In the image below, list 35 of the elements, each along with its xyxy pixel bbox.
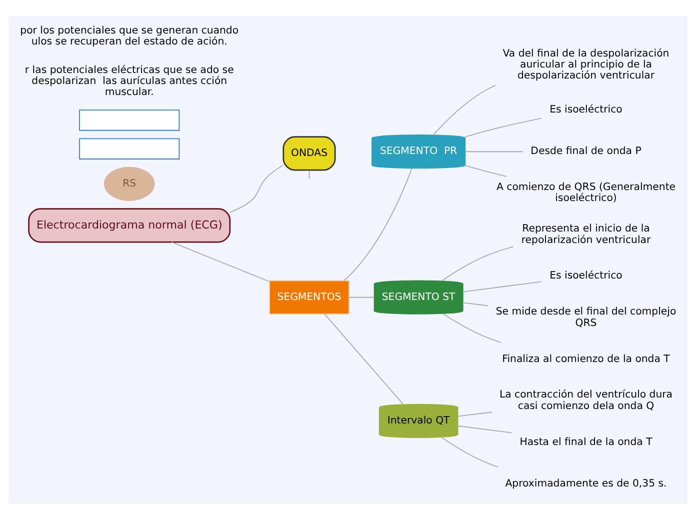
connector: [464, 118, 542, 138]
connector: [442, 246, 514, 282]
connector: [442, 314, 502, 343]
node-text: Se mide desde el final del complejo QRS: [496, 306, 676, 329]
label: r las potenciales eléctricas que se ado se despolarizan las aurículas antes cción muscular.: [24, 65, 234, 98]
node-text: Es isoeléctrico: [550, 270, 622, 282]
connector: [432, 84, 496, 136]
node-box: [79, 138, 180, 160]
node-text: A comienzo de QRS (Generalmente isoeléctrico): [496, 182, 676, 204]
node-text: Finaliza al comienzo de la onda T: [502, 354, 670, 365]
node-text: La contracción del ventrículo dura casi comienzo dela onda Q: [499, 390, 673, 412]
connector: [462, 302, 488, 306]
node-box: ONDAS: [282, 136, 336, 171]
node-text: Hasta el final de la onda T: [520, 436, 652, 448]
label: por los potenciales que se generan cuando ulos se recuperan del estado de ación.: [20, 25, 239, 48]
node-text: Aproximadamente es de 0,35 s.: [505, 478, 667, 490]
connector: [457, 412, 492, 417]
connector: [464, 151, 524, 152]
connector: [171, 242, 270, 282]
connector: [462, 281, 542, 292]
node-box: [79, 110, 180, 131]
node-text: Desde final de onda P: [530, 146, 642, 158]
node-box: Electrocardiograma normal (ECG): [28, 208, 231, 243]
connector: [230, 164, 284, 213]
connector: [348, 296, 375, 298]
connector: [464, 165, 508, 177]
node-ellipse: RS: [104, 166, 155, 201]
node-text: Representa el inicio de la repolarización ventricular: [521, 224, 651, 246]
node-box: SEGMENTOS: [269, 280, 350, 314]
connector: [442, 437, 499, 468]
connector: [343, 168, 412, 282]
node-text: Es isoeléctrico: [550, 104, 622, 116]
node-text: Va del final de la despolarización auricular al principio de la despolarización ventricular: [502, 48, 670, 82]
connector: [324, 314, 404, 405]
connector: [457, 425, 512, 434]
